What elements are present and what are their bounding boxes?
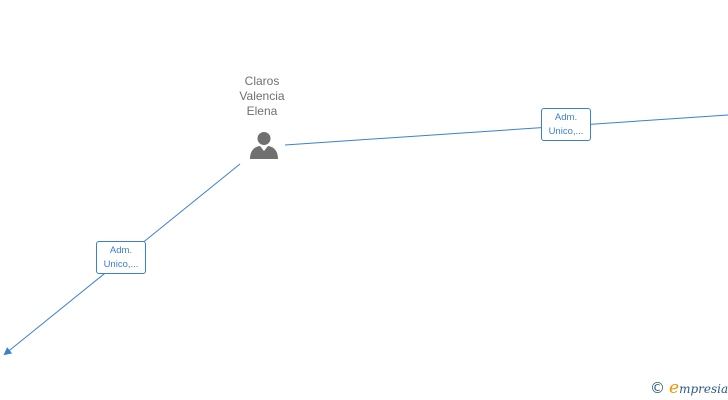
- brand-logo: © empresia: [650, 378, 728, 398]
- brand-initial: e: [669, 377, 680, 398]
- relation-role-detail: Unico,...: [103, 259, 139, 270]
- relation-role-detail: Unico,...: [548, 126, 584, 137]
- relation-label-right[interactable]: Adm. Unico,...: [541, 108, 591, 141]
- edge-line-right: [284, 114, 728, 146]
- person-name-line-2: Valencia: [239, 89, 285, 103]
- person-name-line-1: Claros: [244, 74, 280, 88]
- person-icon[interactable]: [249, 130, 279, 160]
- copyright-icon: ©: [650, 379, 665, 397]
- brand-name-rest: mpresia: [679, 381, 728, 396]
- relation-role-text: Adm.: [109, 245, 133, 256]
- person-name-line-3: Elena: [246, 104, 278, 118]
- brand-wordmark: empresia: [669, 378, 728, 399]
- relation-label-lower-left[interactable]: Adm. Unico,...: [96, 241, 146, 274]
- relation-role-text: Adm.: [554, 112, 578, 123]
- person-name[interactable]: Claros Valencia Elena: [222, 74, 302, 119]
